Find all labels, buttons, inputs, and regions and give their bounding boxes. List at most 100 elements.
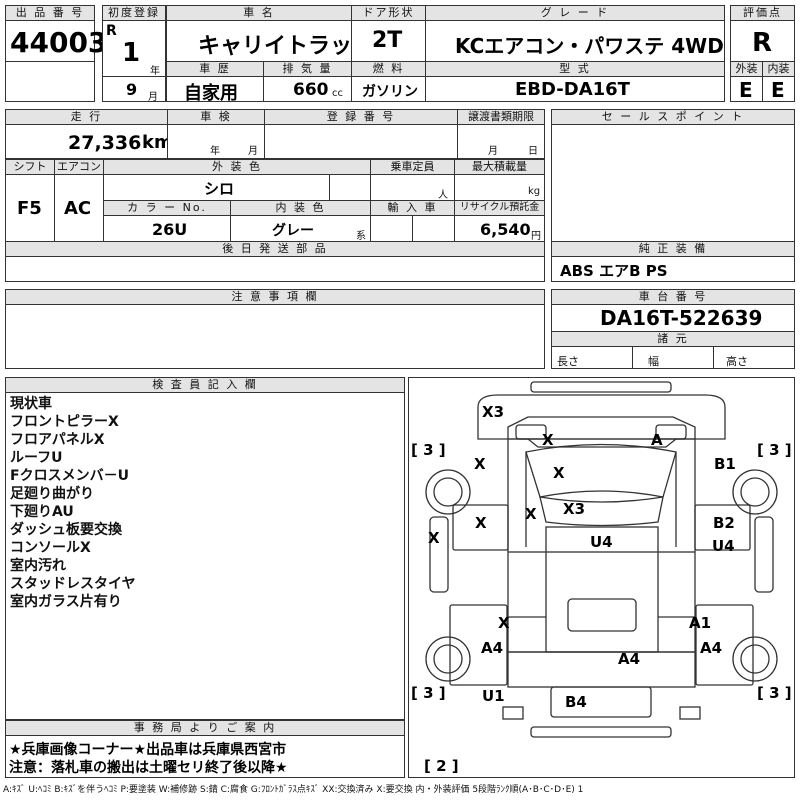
spec-width-label: 幅 [648,355,659,368]
registration-number-box [264,124,458,159]
inspection-box [167,124,265,159]
car-diagram [425,381,778,738]
interior-color-label: 内 装 色 [230,200,371,216]
office-notice-box [5,735,405,778]
specs-box [551,346,795,369]
diagram-mark: A1 [689,614,712,632]
grade-label: グ レ ー ド [425,5,725,21]
max-load-label: 最大積載量 [454,159,545,175]
displacement: 660 [293,80,329,100]
recycle-deposit: 6,540 [480,220,531,239]
first-registration-label: 初度登録 [102,5,166,21]
diagram-mark: B2 [713,514,735,532]
genuine-equipment-label: 純 正 装 備 [551,241,795,257]
inspector-note: 室内ガラス片有り [10,594,122,610]
inspector-note: コンソールX [10,540,91,556]
transfer-deadline-box [457,124,545,159]
recycle-deposit-unit: 円 [531,231,541,242]
inspector-note: 室内汚れ [10,558,66,574]
import-divider [412,215,413,242]
mileage-box [5,124,168,159]
genuine-equipment: ABS エアB PS [560,262,668,280]
lot-number: 44003 [10,26,108,59]
capacity-unit: 人 [438,190,448,201]
ac: AC [64,198,92,219]
inspection-year-unit: 年 [210,146,220,157]
diagram-mark: A [651,431,663,449]
chassis-number: DA16T-522639 [600,306,763,330]
recycle-deposit-box [454,215,545,242]
diagram-bracket: [ 3 ] [411,441,446,459]
diagram-mark: A4 [481,639,504,657]
exterior-grade: E [739,78,753,102]
diagram-mark: X [553,464,565,482]
score-label: 評価点 [730,5,795,21]
lot-number-empty [5,61,95,102]
inspector-note: フロントピラーX [10,414,119,430]
diagram-mark: U4 [712,537,735,555]
registration-year-unit: 年 [150,66,160,77]
inspector-note: スタッドレスタイヤ [10,576,136,592]
transfer-day-unit: 日 [528,146,538,157]
sales-points-label: セ ー ル ス ポ イ ン ト [551,109,795,125]
diagram-bracket: [ 3 ] [757,441,792,459]
damage-legend: A:ｷｽﾞ U:ﾍｺﾐ B:ｷｽﾞを伴うﾍｺﾐ P:要塗装 W:補修跡 S:錆 … [3,785,584,795]
diagram-bracket: [ 3 ] [411,684,446,702]
color-number: 26U [152,220,188,239]
color-divider [329,174,330,201]
inspector-note: Fクロスメンバ－U [10,468,129,484]
interior-box [762,76,795,102]
registration-era: R [106,23,117,39]
car-diagram-box [408,377,795,778]
diagram-mark: X [525,505,537,523]
diagram-mark: U1 [482,687,505,705]
history: 自家用 [184,83,238,104]
diagram-mark: X [498,614,510,632]
recycle-deposit-label: リサイクル預託金 [454,200,545,216]
office-notice-label: 事 務 局 よ り ご 案 内 [5,720,405,736]
fuel-label: 燃 料 [351,61,426,77]
max-load-unit: kg [528,186,541,197]
diagram-bracket: [ 3 ] [757,684,792,702]
diagram-mark: A4 [618,650,641,668]
inspector-note: 下廻りAU [10,504,74,520]
diagram-mark: B4 [565,693,587,711]
transfer-month-unit: 月 [488,146,498,157]
later-parts-box [5,256,545,282]
shift-label: シフト [5,159,55,175]
interior-label: 内装 [762,61,795,77]
genuine-equipment-box [551,256,795,282]
door-label: ドア形状 [351,5,426,21]
color-number-label: カ ラ ー No. [103,200,231,216]
diagram-mark: A4 [700,639,723,657]
later-parts-label: 後 日 発 送 部 品 [5,241,545,257]
diagram-mark: X [428,529,440,547]
capacity-label: 乗車定員 [370,159,455,175]
office-notice-line-2: 注意：落札車の搬出は土曜セリ終了後以降★ [9,760,288,776]
diagram-mark: X [475,514,487,532]
model: EBD-DA16T [515,79,630,100]
history-box [166,76,264,102]
door-type: 2T [372,28,403,53]
specs-label: 諸 元 [551,331,795,347]
specs-divider [632,346,633,369]
registration-number-label: 登 録 番 号 [264,109,458,125]
caution-box [5,304,545,369]
chassis-number-label: 車 台 番 号 [551,289,795,305]
interior-color: グレー [272,223,314,239]
lot-number-box [5,20,95,62]
interior-grade: E [771,78,785,102]
registration-month-unit: 月 [148,92,158,103]
ac-label: エアコン [54,159,104,175]
grade: KCエアコン・パワステ 4WD [455,34,724,58]
office-notice-line-1: ★兵庫画像コーナー★出品車は兵庫県西宮市 [9,742,287,758]
registration-month: 9 [126,80,138,99]
interior-color-suffix: 系 [356,231,366,242]
car-name-label: 車 名 [166,5,352,21]
inspector-note: ルーフU [10,450,63,466]
inspector-note: 現状車 [10,396,52,412]
mileage: 27,336 [68,132,142,154]
inspector-notes-box [5,392,405,720]
sales-points-box [551,124,795,242]
diagram-mark: X3 [482,403,505,421]
